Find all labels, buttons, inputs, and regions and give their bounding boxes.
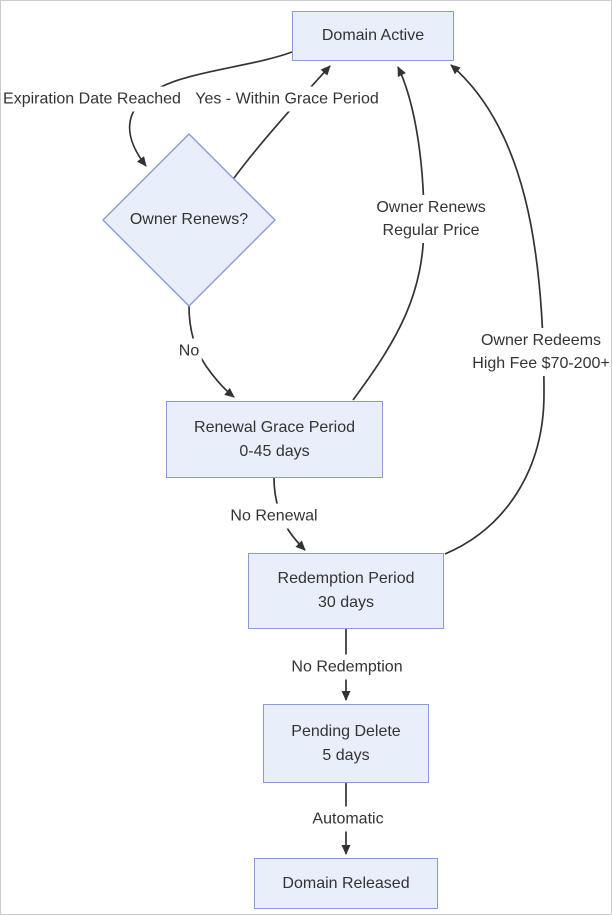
node-pending-delete-line2: 5 days [322,746,370,764]
node-pending-delete-line1: Pending Delete [291,722,401,740]
node-owner-renews-shape [102,133,276,307]
edge-label-automatic: Automatic [309,806,387,832]
edge-label-owner-redeems-line2: High Fee $70-200+ [472,355,610,372]
node-domain-released: Domain Released [254,858,438,909]
node-redemption-line2: 30 days [317,594,375,611]
edge-label-owner-renews-regular-price: Owner Renews Regular Price [373,195,489,243]
node-redemption-period: Redemption Period 30 days [248,553,444,629]
edge-label-yes-within-grace-period: Yes - Within Grace Period [192,86,382,112]
edge-no [188,305,235,398]
node-owner-renews-label: Owner Renews? [129,211,249,228]
node-renewal-grace-line1: Renewal Grace Period [194,418,355,436]
edge-no-renewal [273,477,306,551]
edge-label-expiration-date-reached: Expiration Date Reached [1,86,184,112]
node-domain-active: Domain Active [292,11,454,61]
edge-label-no-renewal: No Renewal [227,503,321,529]
edge-label-no-redemption: No Redemption [288,654,406,680]
edge-label-owner-renews-line2: Regular Price [382,222,480,239]
node-redemption-line1: Redemption Period [277,570,415,587]
edge-label-owner-redeems-high-fee: Owner Redeems High Fee $70-200+ [469,328,611,376]
edge-label-no: No [175,338,203,364]
node-renewal-grace-period: Renewal Grace Period 0-45 days [166,401,383,478]
node-renewal-grace-line2: 0-45 days [239,442,310,460]
edge-yes-within-grace-period [233,65,331,179]
node-pending-delete: Pending Delete 5 days [263,704,429,783]
node-domain-released-label: Domain Released [282,874,410,892]
node-domain-active-label: Domain Active [321,27,425,44]
edge-label-owner-renews-line1: Owner Renews [376,199,486,216]
edge-label-owner-redeems-line1: Owner Redeems [480,332,602,349]
edge-owner-redeems-high-fee [444,64,545,555]
